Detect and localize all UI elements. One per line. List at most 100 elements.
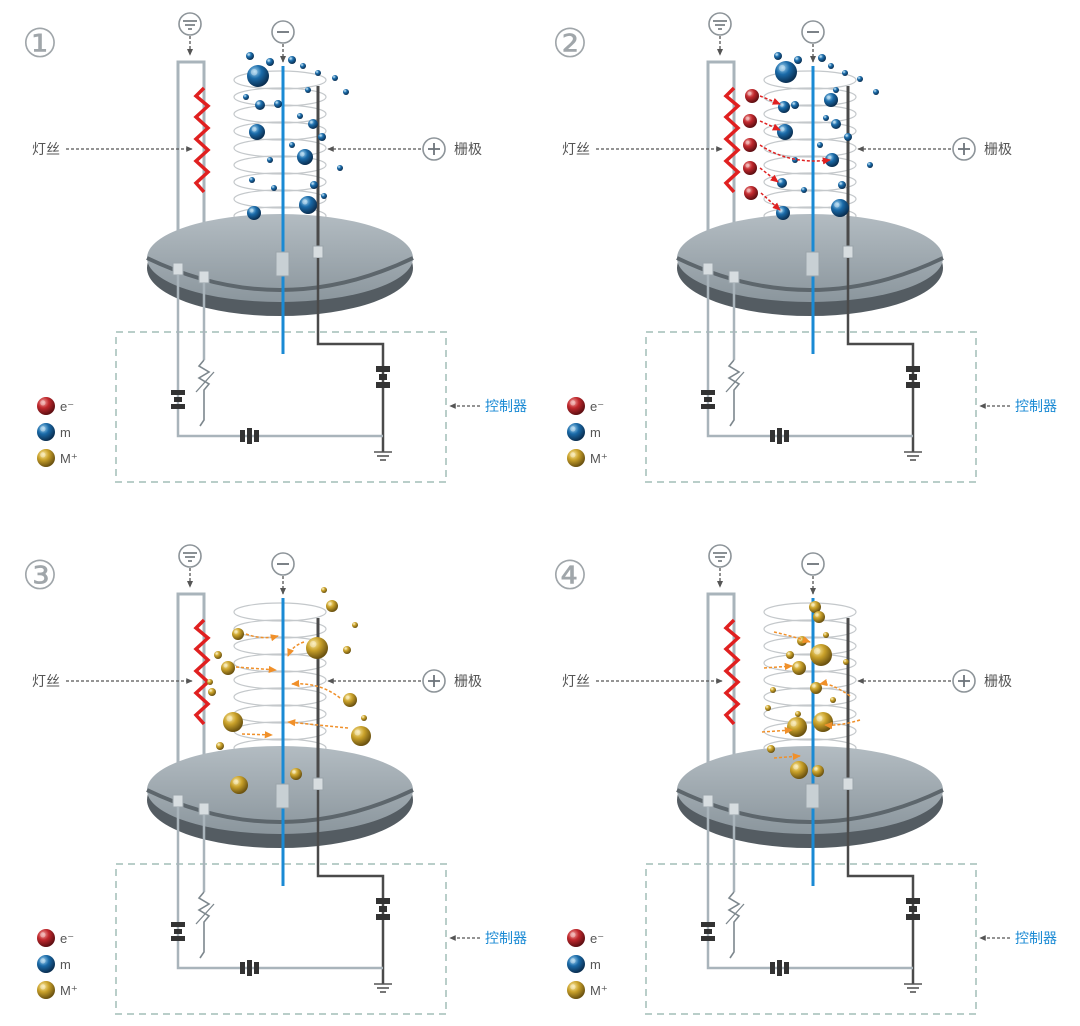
ion bbox=[823, 632, 829, 638]
electron-path bbox=[759, 120, 781, 131]
ion bbox=[343, 646, 351, 654]
neutral-molecule bbox=[778, 101, 790, 113]
panel-1: ①灯丝栅极控制器e⁻mM⁺ bbox=[22, 12, 527, 483]
filament-feedthrough-right bbox=[198, 270, 210, 284]
ion bbox=[809, 601, 821, 613]
neutral-molecule bbox=[274, 100, 282, 108]
filament-label: 灯丝 bbox=[562, 673, 590, 689]
ion bbox=[230, 776, 248, 794]
neutral-molecule bbox=[824, 93, 838, 107]
filament-label: 灯丝 bbox=[32, 141, 60, 157]
panel-3: ③灯丝栅极控制器e⁻mM⁺ bbox=[22, 544, 527, 1015]
grid-feedthrough bbox=[312, 777, 324, 791]
neutral-molecule bbox=[321, 193, 327, 199]
particles bbox=[761, 601, 861, 779]
legend-label: M⁺ bbox=[60, 451, 78, 466]
legend-ion-icon bbox=[37, 449, 55, 467]
electron-path bbox=[760, 192, 781, 211]
legend-neutral-molecule-icon bbox=[567, 423, 585, 441]
particles bbox=[207, 587, 371, 794]
grid-helix bbox=[233, 602, 327, 758]
neutral-molecule bbox=[828, 63, 834, 69]
panel-4: ④灯丝栅极控制器e⁻mM⁺ bbox=[552, 544, 1057, 1015]
filament-feedthrough-left bbox=[172, 794, 184, 808]
ion bbox=[795, 711, 801, 717]
grid-lead bbox=[316, 790, 385, 984]
ion bbox=[216, 742, 224, 750]
ion bbox=[361, 715, 367, 721]
ion bbox=[792, 661, 806, 675]
ion bbox=[232, 628, 244, 640]
neutral-molecule bbox=[343, 89, 349, 95]
ion bbox=[321, 587, 327, 593]
neutral-molecule bbox=[299, 196, 317, 214]
ion bbox=[812, 765, 824, 777]
grid-feedthrough bbox=[842, 777, 854, 791]
ion bbox=[208, 688, 216, 696]
controller-label: 控制器 bbox=[1015, 930, 1057, 946]
neutral-molecule bbox=[249, 124, 265, 140]
electron-path bbox=[759, 167, 779, 183]
ion bbox=[221, 661, 235, 675]
ion-path bbox=[824, 719, 861, 730]
collector-feedthrough bbox=[805, 251, 820, 277]
neutral-molecule bbox=[838, 181, 846, 189]
controller-circuit bbox=[171, 275, 392, 461]
ground-icon bbox=[178, 12, 202, 36]
filament-feedthrough-right bbox=[198, 802, 210, 816]
ion bbox=[770, 687, 776, 693]
neutral-molecule bbox=[305, 87, 311, 93]
controller-circuit bbox=[701, 275, 922, 461]
neutral-molecule bbox=[247, 65, 269, 87]
ion bbox=[306, 637, 328, 659]
filament-label: 灯丝 bbox=[562, 141, 590, 157]
filament-coil bbox=[723, 618, 741, 726]
neutral-molecule bbox=[777, 178, 787, 188]
neutral-molecule bbox=[249, 177, 255, 183]
neutral-molecule bbox=[831, 199, 849, 217]
panel-number: ③ bbox=[22, 553, 58, 599]
legend-label: m bbox=[60, 425, 71, 440]
neutral-molecule bbox=[300, 63, 306, 69]
neutral-molecule bbox=[823, 115, 829, 121]
controller-box bbox=[115, 331, 447, 483]
controller-label: 控制器 bbox=[485, 398, 527, 414]
ion bbox=[843, 659, 849, 665]
legend: e⁻mM⁺ bbox=[37, 397, 78, 467]
neutral-molecule bbox=[247, 206, 261, 220]
controller-label: 控制器 bbox=[1015, 398, 1057, 414]
collector-feedthrough bbox=[805, 783, 820, 809]
ion-path bbox=[291, 679, 341, 699]
grid-helix bbox=[763, 70, 857, 226]
ion bbox=[790, 761, 808, 779]
neutral-molecule bbox=[873, 89, 879, 95]
panel-2: ②灯丝栅极控制器e⁻mM⁺ bbox=[552, 12, 1057, 483]
ion-path bbox=[235, 665, 277, 674]
controller-box bbox=[645, 863, 977, 1015]
filament-feedthrough-left bbox=[172, 262, 184, 276]
neutral-molecule bbox=[289, 142, 295, 148]
neutral-molecule bbox=[308, 119, 318, 129]
neutral-molecule bbox=[288, 56, 296, 64]
panel-number: ④ bbox=[552, 553, 588, 599]
legend-electron-icon bbox=[37, 929, 55, 947]
neutral-molecule bbox=[246, 52, 254, 60]
controller-circuit bbox=[701, 807, 922, 993]
neutral-molecule bbox=[267, 157, 273, 163]
legend-label: M⁺ bbox=[590, 983, 608, 998]
neutral-molecule bbox=[775, 61, 797, 83]
filament-coil bbox=[193, 618, 211, 726]
collector-feedthrough bbox=[275, 783, 290, 809]
neutral-molecule bbox=[255, 100, 265, 110]
electron-path bbox=[759, 95, 781, 105]
ion bbox=[207, 679, 213, 685]
ion bbox=[343, 693, 357, 707]
electron bbox=[745, 89, 759, 103]
ion-path bbox=[287, 719, 349, 729]
legend-label: e⁻ bbox=[590, 931, 604, 946]
neutral-molecule bbox=[794, 56, 802, 64]
ion-path bbox=[819, 679, 851, 697]
controller-label: 控制器 bbox=[485, 930, 527, 946]
neutral-molecule bbox=[867, 162, 873, 168]
